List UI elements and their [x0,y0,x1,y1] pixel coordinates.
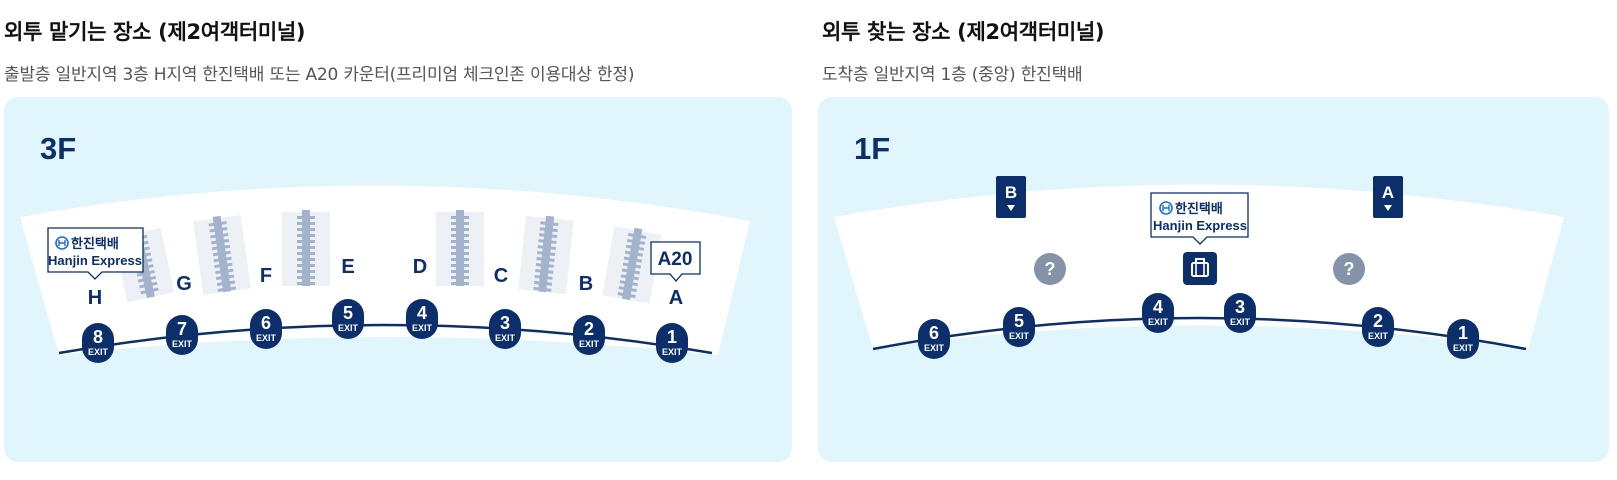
exit-marker: 2 EXIT [573,315,605,355]
exit-line [872,316,1527,351]
drop-off-title: 외투 맡기는 장소 (제2여객터미널) [4,20,306,44]
exit-label: EXIT [1453,343,1474,353]
exit-label: EXIT [1009,331,1030,341]
info-symbol: ? [1045,259,1056,279]
exit-label: EXIT [412,323,433,333]
a20-counter-callout: A20 [650,241,701,282]
exit-label: EXIT [579,339,600,349]
zone-letter: H [88,287,102,309]
exit-label: EXIT [88,347,109,357]
exit-label: EXIT [924,343,945,353]
exit-number: 1 [667,327,677,347]
exit-markers: 8 EXIT 7 EXIT 6 EXIT 5 EXIT [82,299,688,363]
zone-letter: A [669,287,683,309]
hanjin-express-callout: 한진택배 Hanjin Express [1150,192,1249,245]
zone-letter: D [413,256,427,278]
exit-number: 6 [261,313,271,333]
brand-name-ko: 한진택배 [71,236,119,252]
departure-floor-map: H G F E D C B A 한진택배 Hanjin Express [20,185,750,363]
gate-sign-icon: A [1373,176,1403,218]
exit-marker: 4 EXIT [406,299,438,339]
exit-number: 1 [1458,323,1468,343]
floor-label: 1F [854,131,891,166]
floor-label: 3F [40,131,77,166]
zone-letter: F [260,265,272,287]
zone-letter: E [341,256,354,278]
exit-number: 7 [177,319,187,339]
exit-label: EXIT [495,333,516,343]
exit-marker: 1 EXIT [1447,319,1479,359]
checkin-counter [193,215,251,295]
gate-sign-letter: B [1005,183,1017,202]
exit-label: EXIT [662,347,683,357]
brand-name-en: Hanjin Express [1153,218,1247,233]
luggage-icon [1183,252,1217,285]
zone-letter: C [494,265,508,287]
brand-name-ko: 한진택배 [1175,201,1223,217]
checkin-counter [436,210,484,286]
exit-marker: 5 EXIT [1003,307,1035,347]
drop-off-map: 3F H G F E D C B A [4,97,792,462]
exit-number: 8 [93,327,103,347]
exit-line [58,323,713,355]
exit-label: EXIT [172,339,193,349]
exit-marker: 3 EXIT [1224,293,1256,333]
exit-label: EXIT [1230,317,1251,327]
exit-label: EXIT [1148,317,1169,327]
pick-up-description: 도착층 일반지역 1층 (중앙) 한진택배 [822,65,1083,85]
hanjin-logo-icon [1159,201,1173,215]
exit-label: EXIT [256,333,277,343]
exit-marker: 8 EXIT [82,323,114,363]
exit-number: 6 [929,323,939,343]
exit-marker: 4 EXIT [1142,293,1174,333]
a20-counter-label: A20 [658,249,693,270]
pick-up-title: 외투 찾는 장소 (제2여객터미널) [822,20,1105,44]
exit-number: 3 [500,313,510,333]
zone-letter: G [176,273,192,295]
info-symbol: ? [1344,259,1355,279]
brand-name-en: Hanjin Express [48,253,142,268]
exit-label: EXIT [1368,331,1389,341]
exit-number: 5 [1014,311,1024,331]
exit-marker: 1 EXIT [656,323,688,363]
exit-number: 4 [417,303,427,323]
arrival-floor-map: B A 한진택배 Hanjin Express [834,176,1564,359]
zone-letters: H G F E D C B A [88,256,683,309]
zone-letter: B [579,273,593,295]
exit-number: 5 [343,303,353,323]
hanjin-logo-icon [55,236,69,250]
exit-number: 2 [1373,311,1383,331]
gate-sign-icon: B [996,176,1026,218]
checkin-counter [602,226,662,304]
exit-markers: 6 EXIT 5 EXIT 4 EXIT 3 EXIT [918,293,1479,359]
exit-marker: 6 EXIT [250,309,282,349]
info-icon: ? [1034,253,1066,285]
exit-label: EXIT [338,323,359,333]
gate-sign-letter: A [1382,183,1394,202]
hanjin-express-callout: 한진택배 Hanjin Express [47,227,144,280]
exit-marker: 5 EXIT [332,299,364,339]
checkin-counter [282,210,330,286]
drop-off-description: 출발층 일반지역 3층 H지역 한진택배 또는 A20 카운터(프리미엄 체크인… [4,65,635,85]
exit-number: 2 [584,319,594,339]
exit-marker: 6 EXIT [918,319,950,359]
checkin-counter [518,215,574,295]
exit-marker: 7 EXIT [166,315,198,355]
pick-up-map: 1F B A [818,97,1609,462]
exit-number: 4 [1153,297,1163,317]
info-icon: ? [1333,253,1365,285]
exit-marker: 2 EXIT [1362,307,1394,347]
exit-marker: 3 EXIT [489,309,521,349]
exit-number: 3 [1235,297,1245,317]
